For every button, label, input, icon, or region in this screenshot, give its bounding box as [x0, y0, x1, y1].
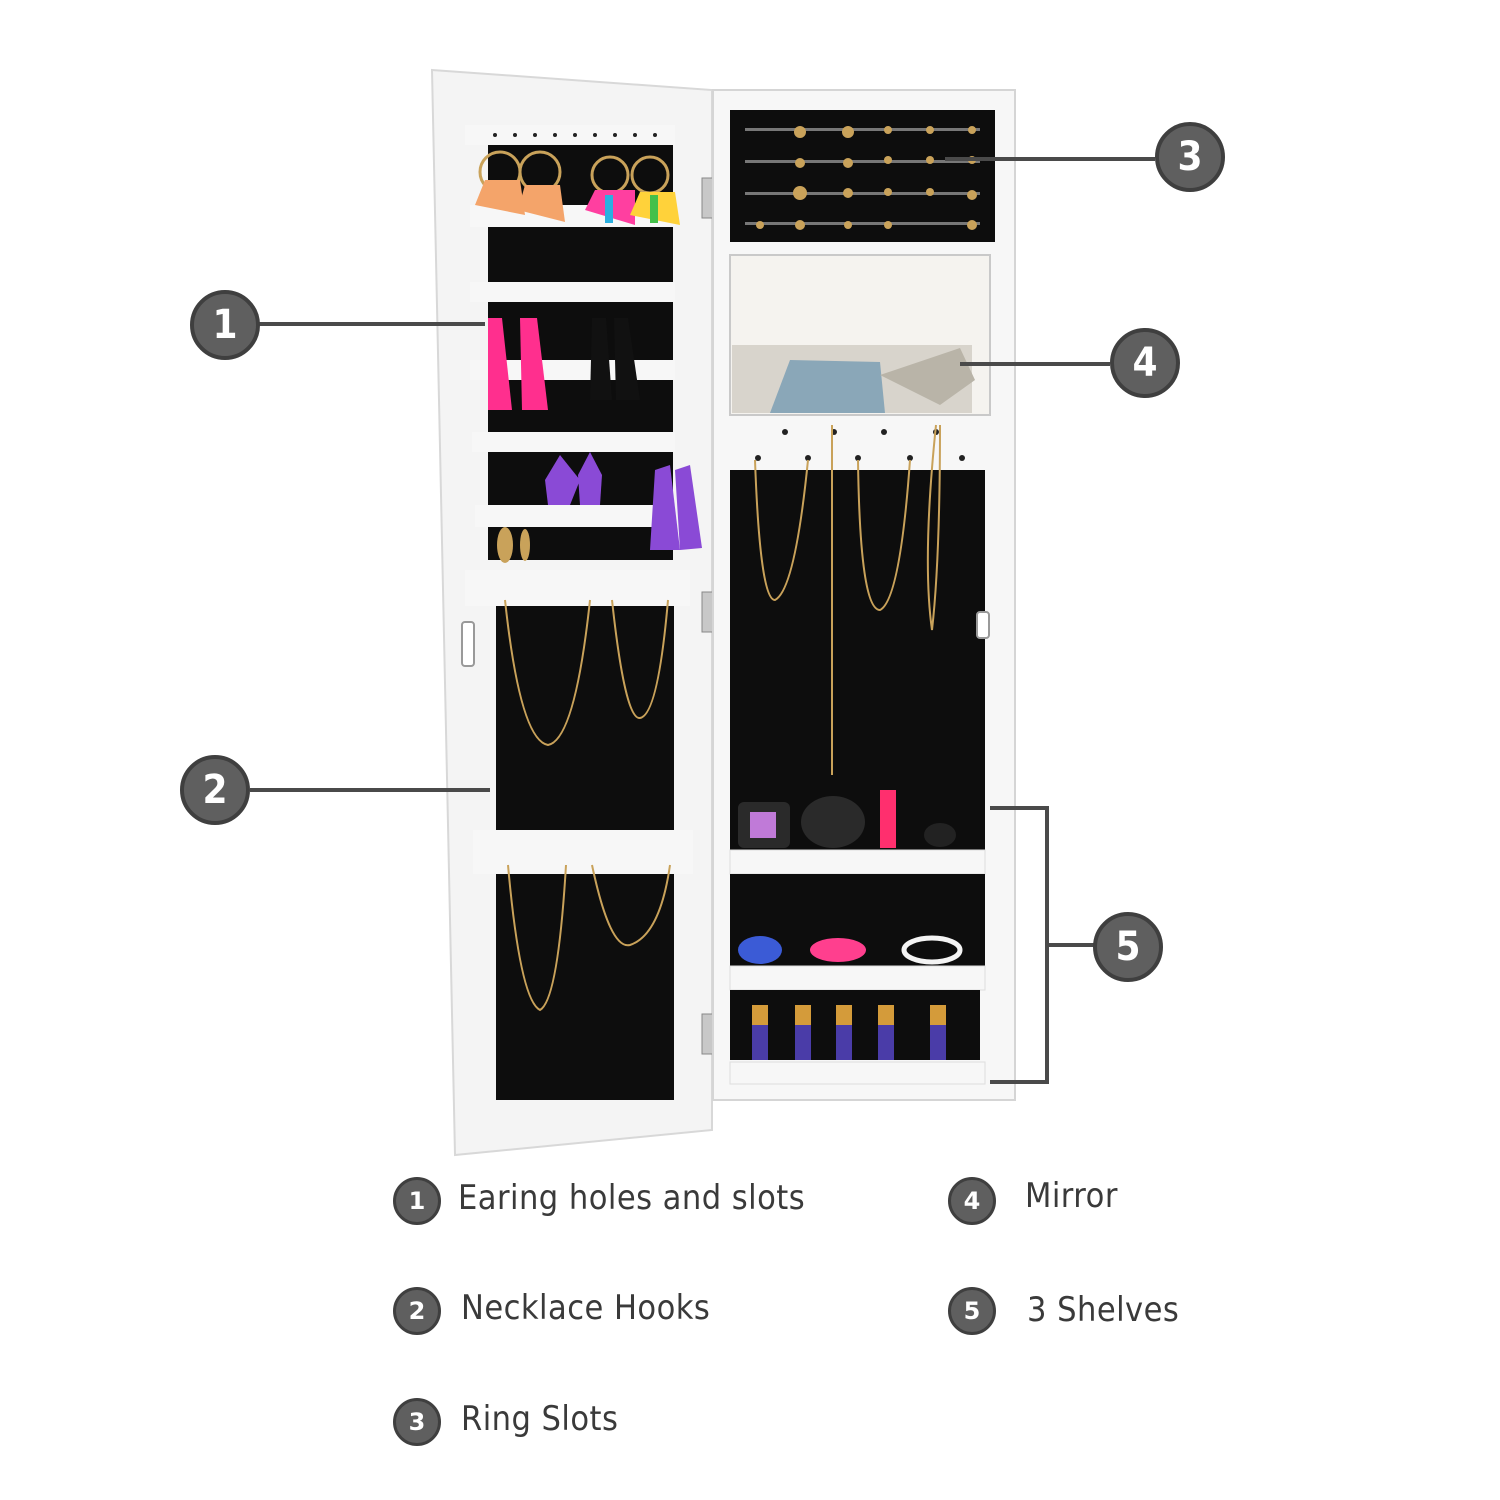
legend-5-label: 3 Shelves — [1027, 1290, 1180, 1330]
leaf-earrings — [497, 527, 530, 563]
door-latch — [461, 621, 475, 667]
legend-3-label: Ring Slots — [461, 1399, 619, 1439]
callout-1-leader — [255, 322, 485, 326]
door-hook-bar-top — [465, 570, 690, 606]
cabinet-necklaces — [754, 424, 941, 775]
callout-4-leader — [960, 362, 1110, 366]
necklace-compartment — [730, 470, 985, 850]
callout-1-badge: 1 — [190, 290, 260, 360]
callout-2-leader — [250, 788, 490, 792]
ring-box — [924, 823, 956, 847]
earring-slot-holes — [493, 133, 657, 137]
lipstick-red — [880, 790, 896, 848]
legend-3-badge: 3 — [393, 1398, 441, 1446]
sunglasses — [738, 935, 963, 965]
necklace-hook-bar — [730, 420, 990, 470]
compact — [801, 796, 865, 848]
legend-1-badge: 1 — [393, 1177, 441, 1225]
legend-4-label: Mirror — [1025, 1176, 1118, 1216]
callout-3-badge: 3 — [1155, 122, 1225, 192]
tassels-pink — [488, 318, 548, 410]
tassels-purple — [545, 452, 702, 550]
callout-3-leader — [945, 157, 1155, 161]
cabinet-latch — [976, 611, 990, 639]
door-hook-bar-bottom — [473, 830, 693, 874]
shelves-bracket — [990, 806, 1095, 1084]
callout-4-badge: 4 — [1110, 328, 1180, 398]
rings — [756, 126, 977, 230]
legend-4-badge: 4 — [948, 1177, 996, 1225]
callout-5-badge: 5 — [1093, 912, 1163, 982]
mirror-reflection-pillow — [770, 360, 885, 413]
legend-1-label: Earing holes and slots — [458, 1178, 806, 1218]
shelf-2 — [729, 965, 986, 991]
tassels-black — [590, 318, 640, 400]
tassels-multicolor — [585, 190, 680, 225]
legend-2-badge: 2 — [393, 1287, 441, 1335]
legend-5-badge: 5 — [948, 1287, 996, 1335]
lipsticks — [752, 1005, 946, 1060]
ring-compartment — [730, 110, 995, 242]
callout-2-badge: 2 — [180, 755, 250, 825]
tassels-orange — [475, 180, 565, 222]
door-necklaces — [504, 599, 671, 1012]
legend-2-label: Necklace Hooks — [461, 1288, 711, 1328]
ring-slots — [745, 128, 980, 225]
shelf-3 — [729, 1061, 986, 1085]
shelf-1 — [729, 849, 986, 875]
